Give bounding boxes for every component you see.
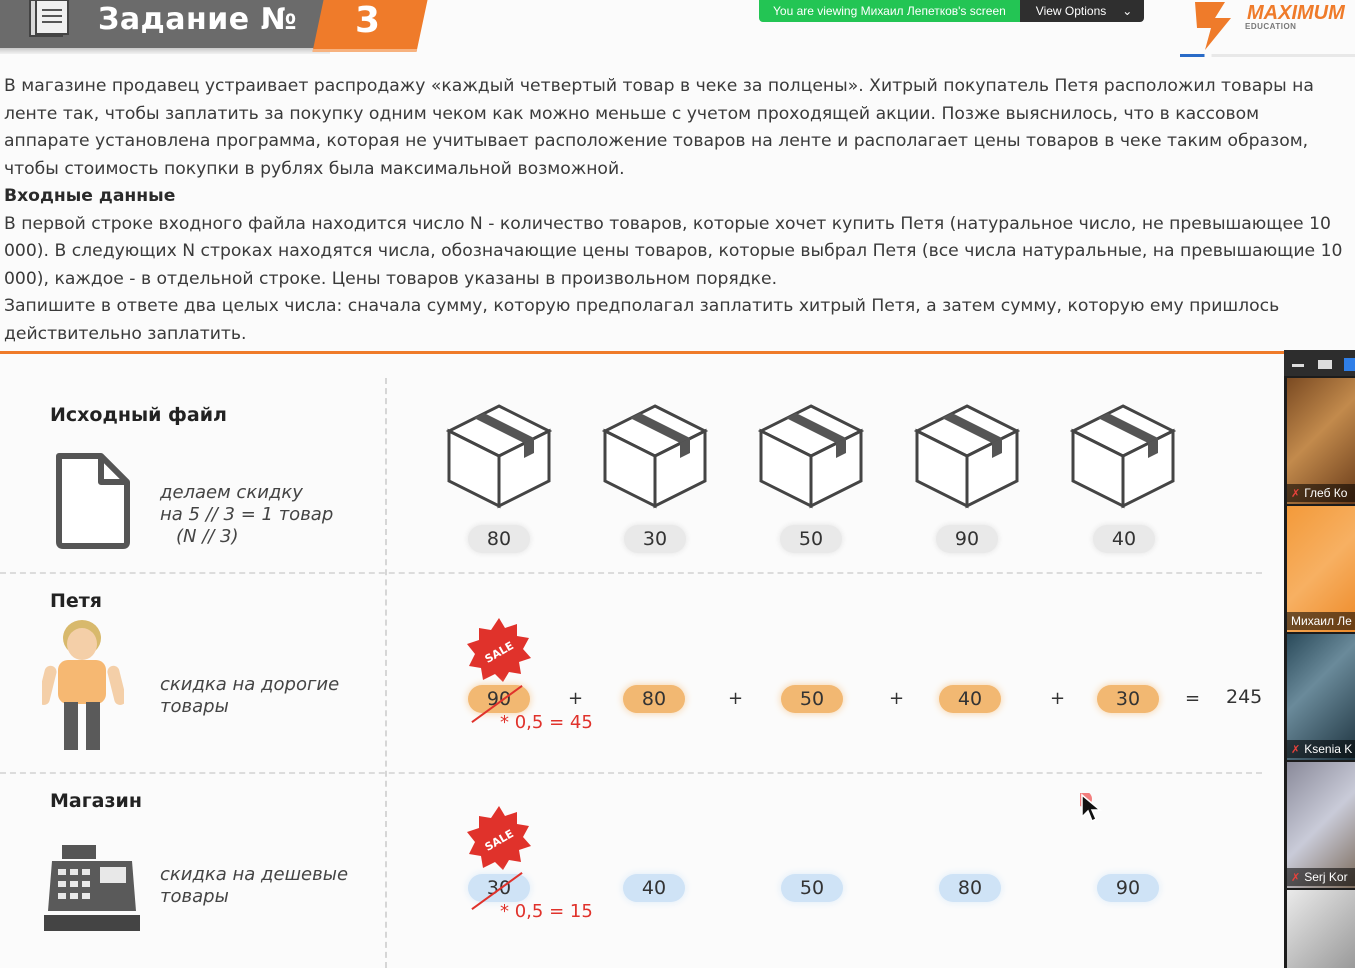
petya-discount-calc: * 0,5 = 45 <box>500 712 593 733</box>
petya-price: 80 <box>623 685 685 713</box>
source-price: 80 <box>468 525 530 553</box>
input-paragraph: В первой строке входного файла находится… <box>4 213 1343 289</box>
input-heading: Входные данные <box>4 186 176 206</box>
petya-total: 245 <box>1226 686 1263 708</box>
section-divider <box>0 351 1285 354</box>
plus-sign: + <box>568 688 584 709</box>
source-price: 40 <box>1093 525 1155 553</box>
petya-price: 30 <box>1097 685 1159 713</box>
minimize-icon[interactable] <box>1292 364 1304 367</box>
petya-price: 40 <box>939 685 1001 713</box>
box-icon <box>758 404 864 509</box>
source-note: делаем скидку на 5 // 3 = 1 товар (N // … <box>160 482 333 548</box>
document-icon <box>29 0 69 37</box>
source-price: 50 <box>780 525 842 553</box>
participant-name: ✗Ksenia K <box>1287 740 1355 758</box>
equals-sign: = <box>1185 688 1201 709</box>
task-number: 3 <box>355 0 381 41</box>
task-title: Задание № <box>98 2 298 37</box>
mouse-cursor-icon <box>1080 793 1103 823</box>
petya-row-title: Петя <box>50 590 102 612</box>
petya-note: скидка на дорогие товары <box>160 674 339 718</box>
muted-mic-icon: ✗ <box>1291 488 1301 500</box>
participant-tile[interactable]: Михаил Ле <box>1287 506 1355 632</box>
screen-share-bar: You are viewing Михаил Лепетков's screen… <box>759 0 1145 22</box>
petya-price: 50 <box>781 685 843 713</box>
petya-note-line: скидка на дорогие <box>160 674 340 695</box>
column-divider <box>385 378 387 968</box>
task-banner: Задание № 3 <box>0 0 430 56</box>
logo-text: MAXIMUM <box>1247 2 1345 24</box>
participant-tile[interactable]: ✗Ksenia K <box>1287 634 1355 760</box>
source-price: 30 <box>624 525 686 553</box>
plus-sign: + <box>728 688 744 709</box>
box-icon <box>446 404 552 509</box>
box-icon <box>914 404 1020 509</box>
layout-icon[interactable] <box>1344 358 1355 371</box>
participant-tile[interactable]: ✗Глеб Ко <box>1287 378 1355 504</box>
muted-mic-icon: ✗ <box>1291 744 1301 756</box>
shop-price: 40 <box>623 874 685 902</box>
source-note-line: на 5 // 3 = 1 товар <box>160 504 334 525</box>
petya-price: 90 <box>468 685 530 713</box>
source-note-line: делаем скидку <box>160 482 303 503</box>
box-icon <box>602 404 708 509</box>
logo-subtext: EDUCATION <box>1245 22 1297 31</box>
plus-sign: + <box>889 688 905 709</box>
source-price: 90 <box>936 525 998 553</box>
participant-tile[interactable] <box>1287 890 1355 968</box>
source-note-line: (N // 3) <box>176 526 239 547</box>
participant-name: Михаил Ле <box>1287 612 1355 630</box>
source-row-title: Исходный файл <box>50 404 227 426</box>
file-icon <box>56 453 130 549</box>
petya-note-line: товары <box>160 696 229 717</box>
cash-register-icon <box>44 845 140 931</box>
row-divider <box>0 572 1262 574</box>
muted-mic-icon: ✗ <box>1291 872 1301 884</box>
shop-price: 80 <box>939 874 1001 902</box>
box-icon <box>1070 404 1176 509</box>
view-options-button[interactable]: View Options ⌄ <box>1019 0 1145 22</box>
banner-shadow <box>0 48 330 54</box>
problem-statement: В магазине продавец устраивает распродаж… <box>4 73 1349 348</box>
view-options-label: View Options <box>1035 4 1107 18</box>
shop-note-line: товары <box>160 886 229 907</box>
participants-panel: ✗Глеб Ко Михаил Ле ✗Ksenia K ✗Serj Kor <box>1284 350 1355 968</box>
answer-paragraph: Запишите в ответе два целых числа: снача… <box>4 296 1280 344</box>
sale-badge-icon: SALE <box>467 806 531 870</box>
participants-toolbar <box>1284 350 1355 376</box>
logo-underline <box>1180 54 1355 57</box>
maximum-logo: MAXIMUM EDUCATION <box>1180 0 1355 60</box>
problem-paragraph: В магазине продавец устраивает распродаж… <box>4 76 1314 179</box>
shop-row-title: Магазин <box>50 790 142 812</box>
panel-view-icon[interactable] <box>1318 360 1332 369</box>
plus-sign: + <box>1050 688 1066 709</box>
shop-price: 50 <box>781 874 843 902</box>
row-divider <box>0 772 1262 774</box>
boy-avatar-icon <box>42 620 124 750</box>
shop-note-line: скидка на дешевые <box>160 864 349 885</box>
viewing-label: You are viewing Михаил Лепетков's screen <box>759 0 1020 22</box>
shop-discount-calc: * 0,5 = 15 <box>500 901 593 922</box>
shop-price: 90 <box>1097 874 1159 902</box>
chevron-down-icon: ⌄ <box>1122 4 1133 18</box>
participant-name: ✗Глеб Ко <box>1287 484 1355 502</box>
logo-mark-icon <box>1195 2 1231 50</box>
participant-tile[interactable]: ✗Serj Kor <box>1287 762 1355 888</box>
shop-note: скидка на дешевые товары <box>160 864 348 908</box>
participant-name: ✗Serj Kor <box>1287 868 1355 886</box>
sale-badge-icon: SALE <box>467 618 531 682</box>
